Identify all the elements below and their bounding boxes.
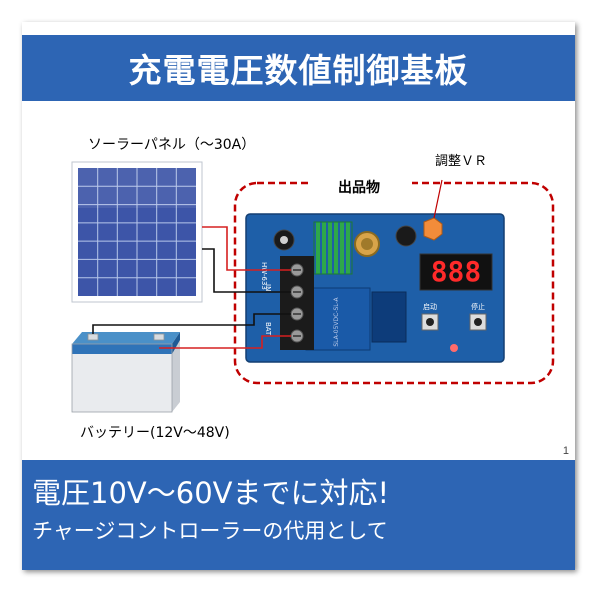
footer-subline: チャージコントローラーの代用として xyxy=(32,519,388,543)
pcb-board-icon: 888 SLA-05VDC-SL-A 启动 停止 xyxy=(245,213,505,363)
product-label: 出品物 xyxy=(338,180,380,196)
model-label: HW-633 xyxy=(260,262,268,290)
bat-label: BAT xyxy=(264,322,272,336)
relay-label: SLA-05VDC-SL-A xyxy=(333,296,340,346)
slide-title: 充電電圧数値制御基板 xyxy=(22,35,575,101)
slide: 充電電圧数値制御基板 xyxy=(22,22,575,570)
battery-icon xyxy=(71,332,180,413)
solar-panel-icon xyxy=(71,161,203,303)
board-display: 888 xyxy=(431,255,482,288)
in-label: IN xyxy=(264,284,272,291)
diagram: 888 SLA-05VDC-SL-A 启动 停止 xyxy=(71,161,555,413)
page-number: 1 xyxy=(562,445,569,457)
adjust-vr-label: 調整ＶＲ xyxy=(435,154,488,169)
battery-label: バッテリー(12V～48V) xyxy=(80,425,230,441)
footer-headline: 電圧10V～60Vまでに対応! xyxy=(32,476,390,510)
wires xyxy=(92,226,291,349)
start-label: 启动 xyxy=(423,302,437,311)
footer-bar xyxy=(22,460,575,570)
vr-pointer xyxy=(433,179,443,219)
stop-label: 停止 xyxy=(471,302,485,311)
solar-panel-label: ソーラーパネル（～30A） xyxy=(88,137,256,153)
